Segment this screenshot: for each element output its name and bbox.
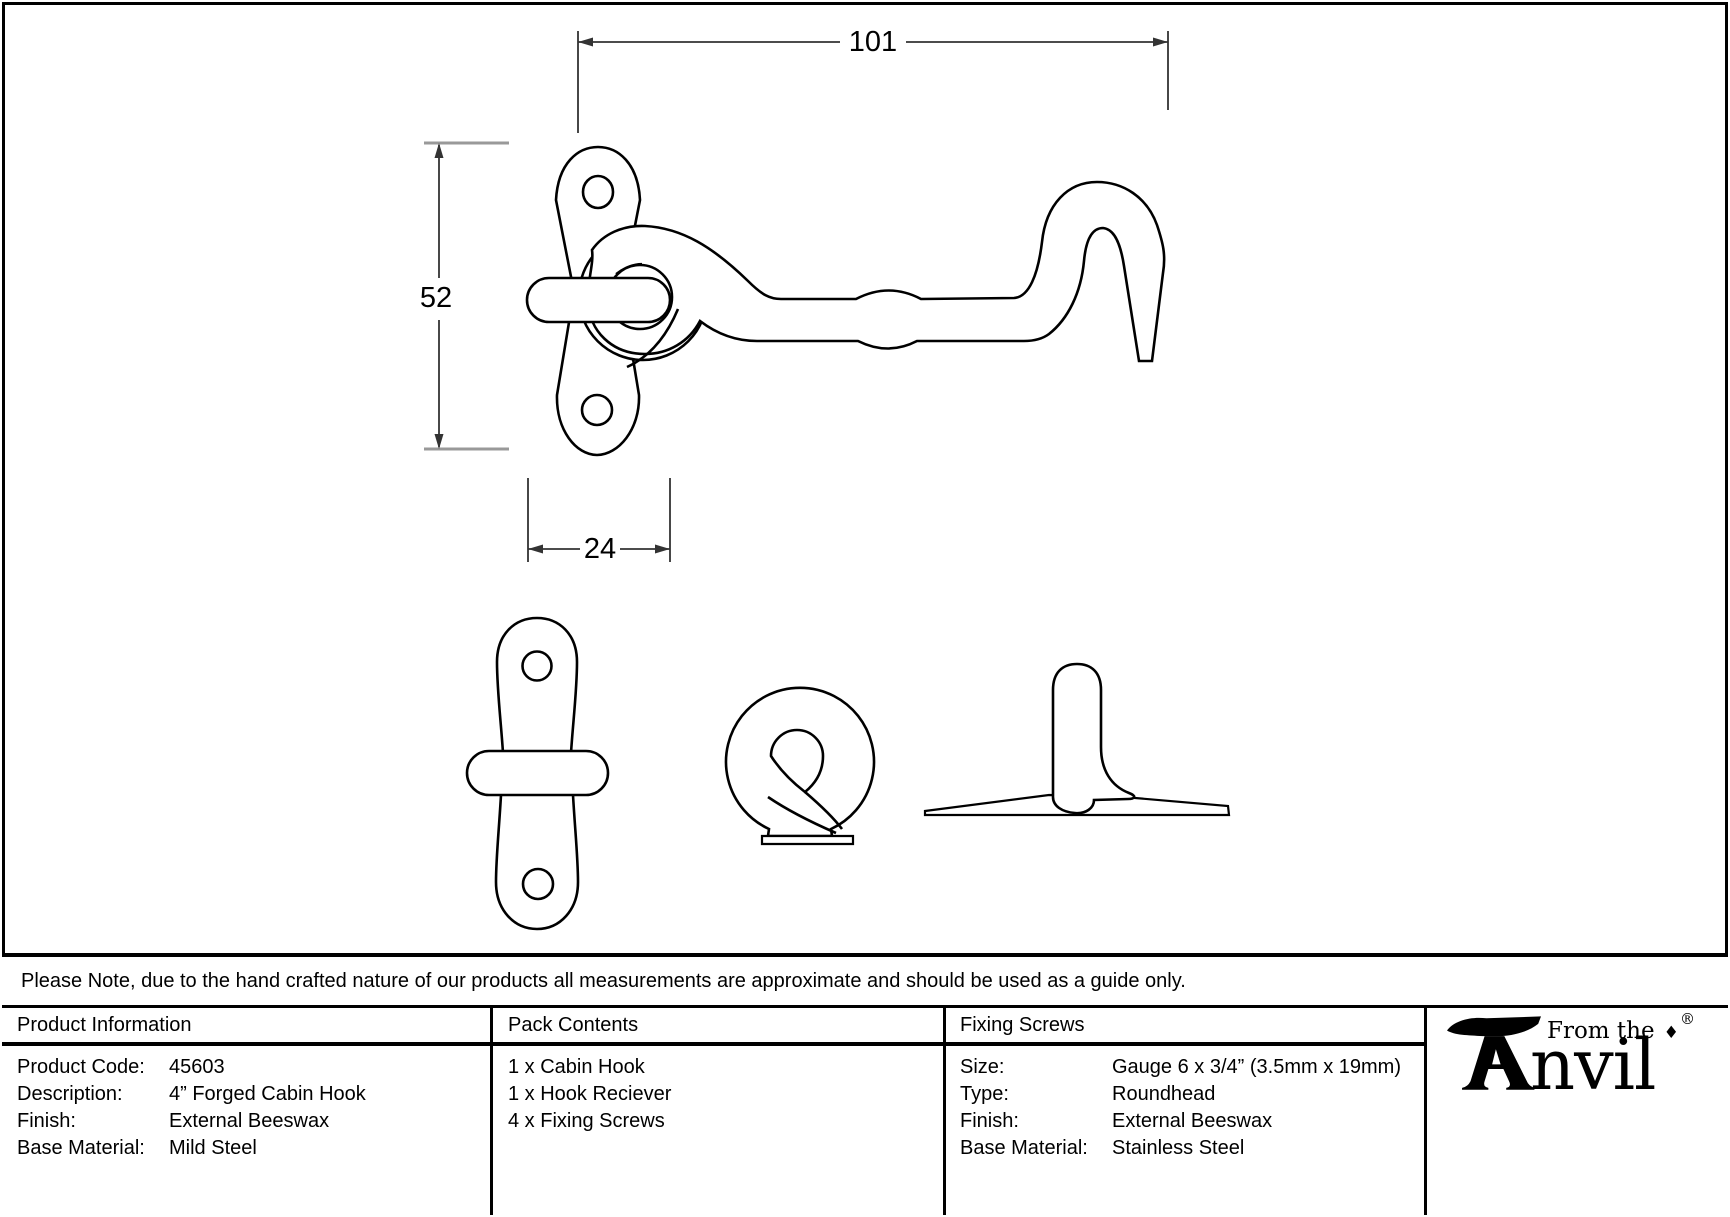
row-value: External Beeswax bbox=[1112, 1110, 1273, 1132]
info-table: Please Note, due to the hand crafted nat… bbox=[2, 953, 1728, 1215]
registered-trademark-icon: ® bbox=[1680, 1010, 1695, 1028]
dim-101-label: 101 bbox=[849, 26, 897, 58]
product-information-header: Product Information bbox=[2, 1008, 490, 1046]
row-label: Base Material: bbox=[17, 1137, 145, 1159]
technical-drawing: 101 52 24 bbox=[420, 26, 1231, 931]
main-view-pivot-pin bbox=[525, 276, 672, 324]
arrowhead-left bbox=[528, 544, 543, 554]
brand-logo-cell: From the ♦ nvil ® bbox=[1427, 1008, 1728, 1215]
main-view-hook bbox=[586, 180, 1166, 363]
table-row: Type: Roundhead bbox=[960, 1081, 1424, 1108]
table-row: Description: 4” Forged Cabin Hook bbox=[17, 1081, 490, 1108]
dimension-52: 52 bbox=[420, 141, 509, 451]
fixing-screws-header: Fixing Screws bbox=[946, 1008, 1424, 1046]
note-text: Please Note, due to the hand crafted nat… bbox=[21, 969, 1186, 992]
table-row: Finish: External Beeswax bbox=[17, 1108, 490, 1135]
table-row: Product Code: 45603 bbox=[17, 1054, 490, 1081]
row-label: Finish: bbox=[960, 1110, 1019, 1132]
table-row: Base Material: Mild Steel bbox=[17, 1135, 490, 1162]
side-view-pivot-pin bbox=[465, 749, 610, 797]
list-item: 1 x Hook Reciever bbox=[508, 1083, 672, 1105]
row-value: Gauge 6 x 3/4” (3.5mm x 19mm) bbox=[1112, 1056, 1401, 1078]
row-value: Roundhead bbox=[1112, 1083, 1216, 1105]
row-value: 4” Forged Cabin Hook bbox=[169, 1083, 366, 1105]
pack-contents-cell: Pack Contents 1 x Cabin Hook 1 x Hook Re… bbox=[493, 1008, 946, 1215]
table-row: Base Material: Stainless Steel bbox=[960, 1135, 1424, 1162]
arrowhead-right bbox=[655, 544, 670, 554]
receiver-post bbox=[1051, 662, 1136, 815]
arrowhead-left bbox=[578, 37, 593, 47]
dimension-24: 24 bbox=[527, 478, 671, 565]
receiver-foot bbox=[760, 834, 855, 846]
dim-24-label: 24 bbox=[584, 533, 616, 565]
dimension-101: 101 bbox=[577, 26, 1169, 133]
row-value: Stainless Steel bbox=[1112, 1137, 1245, 1159]
header-label: Fixing Screws bbox=[960, 1013, 1085, 1036]
logo-brand-text: nvil bbox=[1530, 1024, 1656, 1106]
table-row: Finish: External Beeswax bbox=[960, 1108, 1424, 1135]
row-value: External Beeswax bbox=[169, 1110, 330, 1132]
logo-prefix-text: From the bbox=[1547, 1018, 1655, 1044]
dim-52-label: 52 bbox=[420, 282, 452, 314]
side-view-receiver bbox=[923, 662, 1231, 817]
logo-tagline: From the ♦ bbox=[1547, 1018, 1679, 1044]
measurement-note: Please Note, due to the hand crafted nat… bbox=[2, 957, 1728, 1008]
receiver-eye-hole bbox=[769, 728, 825, 794]
list-item: 1 x Cabin Hook bbox=[508, 1056, 645, 1078]
row-label: Product Code: bbox=[17, 1056, 145, 1078]
row-value: Mild Steel bbox=[169, 1137, 257, 1159]
plate-screw-hole-bottom bbox=[580, 393, 614, 427]
header-label: Product Information bbox=[17, 1013, 192, 1036]
side-view-plate bbox=[465, 616, 610, 931]
eye-wrap-arc bbox=[626, 308, 680, 369]
receiver-wire-tail-lower bbox=[767, 795, 837, 835]
main-view-cabin-hook bbox=[525, 145, 1166, 457]
anvil-icon bbox=[1447, 1016, 1541, 1090]
front-view-receiver bbox=[724, 686, 876, 846]
plate-screw-hole-top bbox=[581, 174, 615, 210]
fixing-screws-cell: Fixing Screws Size: Gauge 6 x 3/4” (3.5m… bbox=[946, 1008, 1427, 1215]
list-item: 4 x Fixing Screws bbox=[508, 1110, 665, 1132]
row-label: Size: bbox=[960, 1056, 1005, 1078]
table-row: Size: Gauge 6 x 3/4” (3.5mm x 19mm) bbox=[960, 1054, 1424, 1081]
eye-wrap-arc-top bbox=[615, 262, 643, 275]
row-label: Base Material: bbox=[960, 1137, 1088, 1159]
row-label: Type: bbox=[960, 1083, 1009, 1105]
receiver-wire-tail bbox=[804, 791, 844, 830]
row-value: 45603 bbox=[169, 1056, 225, 1078]
header-label: Pack Contents bbox=[508, 1013, 639, 1036]
row-label: Description: bbox=[17, 1083, 123, 1105]
arrowhead-right bbox=[1153, 37, 1168, 47]
side-view-hole-top bbox=[521, 650, 553, 682]
diamond-icon: ♦ bbox=[1663, 1023, 1679, 1043]
row-label: Finish: bbox=[17, 1110, 76, 1132]
arrowhead-down bbox=[434, 434, 444, 449]
side-view-hole-bottom bbox=[521, 867, 555, 901]
pack-contents-header: Pack Contents bbox=[493, 1008, 943, 1046]
arrowhead-up bbox=[434, 143, 444, 158]
product-information-cell: Product Information Product Code: 45603 … bbox=[2, 1008, 493, 1215]
